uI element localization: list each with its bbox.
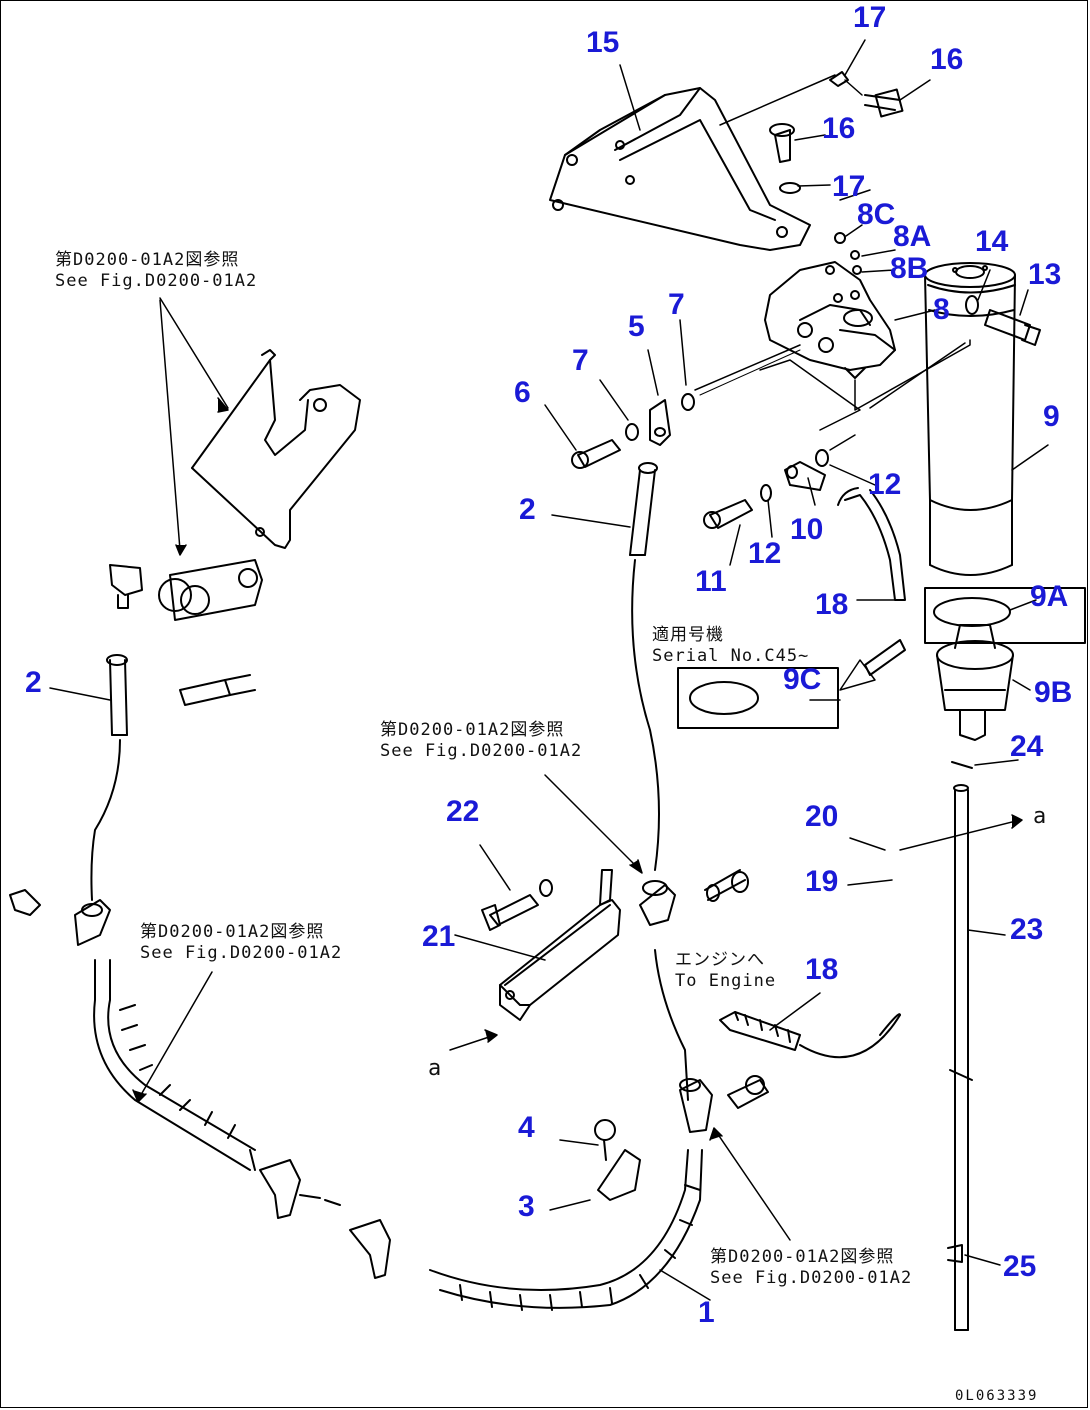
- part-number-5: 5: [628, 310, 645, 343]
- part-number-17: 17: [832, 170, 866, 203]
- part-number-8c: 8C: [857, 198, 896, 231]
- left-bracket-assembly-drawing: [109, 349, 361, 706]
- part-number-21: 21: [422, 920, 456, 953]
- part-number-6: 6: [514, 376, 531, 409]
- part-number-9c: 9C: [783, 663, 822, 696]
- box-9c: [677, 667, 839, 729]
- reference-note-en: See Fig.D0200-01A2: [140, 943, 343, 964]
- to-engine-jp: エンジンへ: [675, 950, 765, 970]
- reference-note-en: See Fig.D0200-01A2: [55, 271, 258, 292]
- reference-note-jp: 第D0200-01A2図参照: [55, 250, 240, 270]
- reference-note-jp: 第D0200-01A2図参照: [380, 720, 565, 740]
- part-number-16: 16: [822, 112, 856, 145]
- reference-note-en: See Fig.D0200-01A2: [380, 741, 583, 762]
- eye-joint-5-6-7-drawing: [571, 393, 695, 469]
- part-number-19: 19: [805, 865, 839, 898]
- part-number-8b: 8B: [890, 252, 929, 285]
- part-number-8: 8: [933, 293, 950, 326]
- part-number-20: 20: [805, 800, 839, 833]
- serial-note-jp: 適用号機: [652, 625, 724, 645]
- part-number-11: 11: [695, 565, 727, 598]
- part-number-25: 25: [1003, 1250, 1037, 1283]
- bolts-16-17-drawing: [769, 71, 1041, 346]
- part-number-10: 10: [790, 513, 824, 546]
- leader-lines: [49, 39, 1049, 1301]
- hose-2-left-drawing: [90, 654, 128, 901]
- serial-note-en: Serial No.C45~: [652, 646, 810, 667]
- filter-head-8-drawing: [764, 261, 896, 379]
- hose-18-lower-drawing: [719, 1011, 901, 1059]
- connection-lines: [694, 74, 971, 451]
- fuel-filter-9-drawing: [924, 262, 1016, 576]
- part-number-1: 1: [698, 1296, 715, 1329]
- part-number-23: 23: [1010, 913, 1044, 946]
- pipe-23-drawing: [947, 761, 973, 1331]
- bracket-15-drawing: [549, 87, 811, 251]
- part-number-13: 13: [1028, 258, 1062, 291]
- part-number-2-right: 2: [519, 493, 536, 526]
- part-number-14: 14: [975, 225, 1009, 258]
- part-number-8a: 8A: [893, 220, 932, 253]
- reference-note-middle: 第D0200-01A2図参照 See Fig.D0200-01A2: [380, 720, 582, 763]
- part-number-17-top: 17: [853, 1, 887, 34]
- part-number-9: 9: [1043, 400, 1060, 433]
- reference-note-jp: 第D0200-01A2図参照: [140, 922, 325, 942]
- part-number-4: 4: [518, 1111, 535, 1144]
- part-number-12-left: 12: [748, 537, 782, 570]
- serial-number-note: 適用号機 Serial No.C45~: [652, 625, 809, 668]
- part-number-24: 24: [1010, 730, 1044, 763]
- part-number-9b: 9B: [1034, 676, 1073, 709]
- reference-note-top-left: 第D0200-01A2図参照 See Fig.D0200-01A2: [55, 250, 257, 293]
- hose-clamps-drawing: [9, 889, 391, 1279]
- marker-a-right: a: [1033, 804, 1047, 829]
- part-number-15: 15: [586, 26, 620, 59]
- part-number-22: 22: [446, 795, 480, 828]
- part-number-7-right: 7: [668, 288, 685, 321]
- banjo-10-11-12-drawing: [703, 449, 829, 529]
- part-number-18-upper: 18: [815, 588, 849, 621]
- bracket-21-drawing: [499, 869, 749, 1021]
- clamp-3-4-drawing: [594, 1075, 769, 1201]
- part-number-7-left: 7: [572, 344, 589, 377]
- reference-note-bottom-right: 第D0200-01A2図参照 See Fig.D0200-01A2: [710, 1247, 912, 1290]
- hose-2-right-drawing: [629, 462, 660, 871]
- hose-18-upper-drawing: [837, 487, 906, 601]
- part-number-9a: 9A: [1030, 580, 1069, 613]
- sensor-9b-drawing: [839, 624, 1014, 741]
- part-number-16-top: 16: [930, 43, 964, 76]
- drawing-code: 0L063339: [955, 1388, 1039, 1404]
- marker-a-left: a: [428, 1056, 442, 1081]
- part-number-18-lower: 18: [805, 953, 839, 986]
- to-engine-en: To Engine: [675, 971, 777, 992]
- to-engine-note: エンジンへ To Engine: [675, 950, 776, 993]
- reference-arrows: [132, 297, 1023, 1241]
- part-number-3: 3: [518, 1190, 535, 1223]
- part-number-12-right: 12: [868, 468, 902, 501]
- hose-1-drawing: [93, 949, 703, 1311]
- reference-note-jp: 第D0200-01A2図参照: [710, 1247, 895, 1267]
- reference-note-bottom-left: 第D0200-01A2図参照 See Fig.D0200-01A2: [140, 922, 342, 965]
- reference-note-en: See Fig.D0200-01A2: [710, 1268, 913, 1289]
- bolt-22-drawing: [481, 879, 553, 931]
- part-number-2-left: 2: [25, 666, 42, 699]
